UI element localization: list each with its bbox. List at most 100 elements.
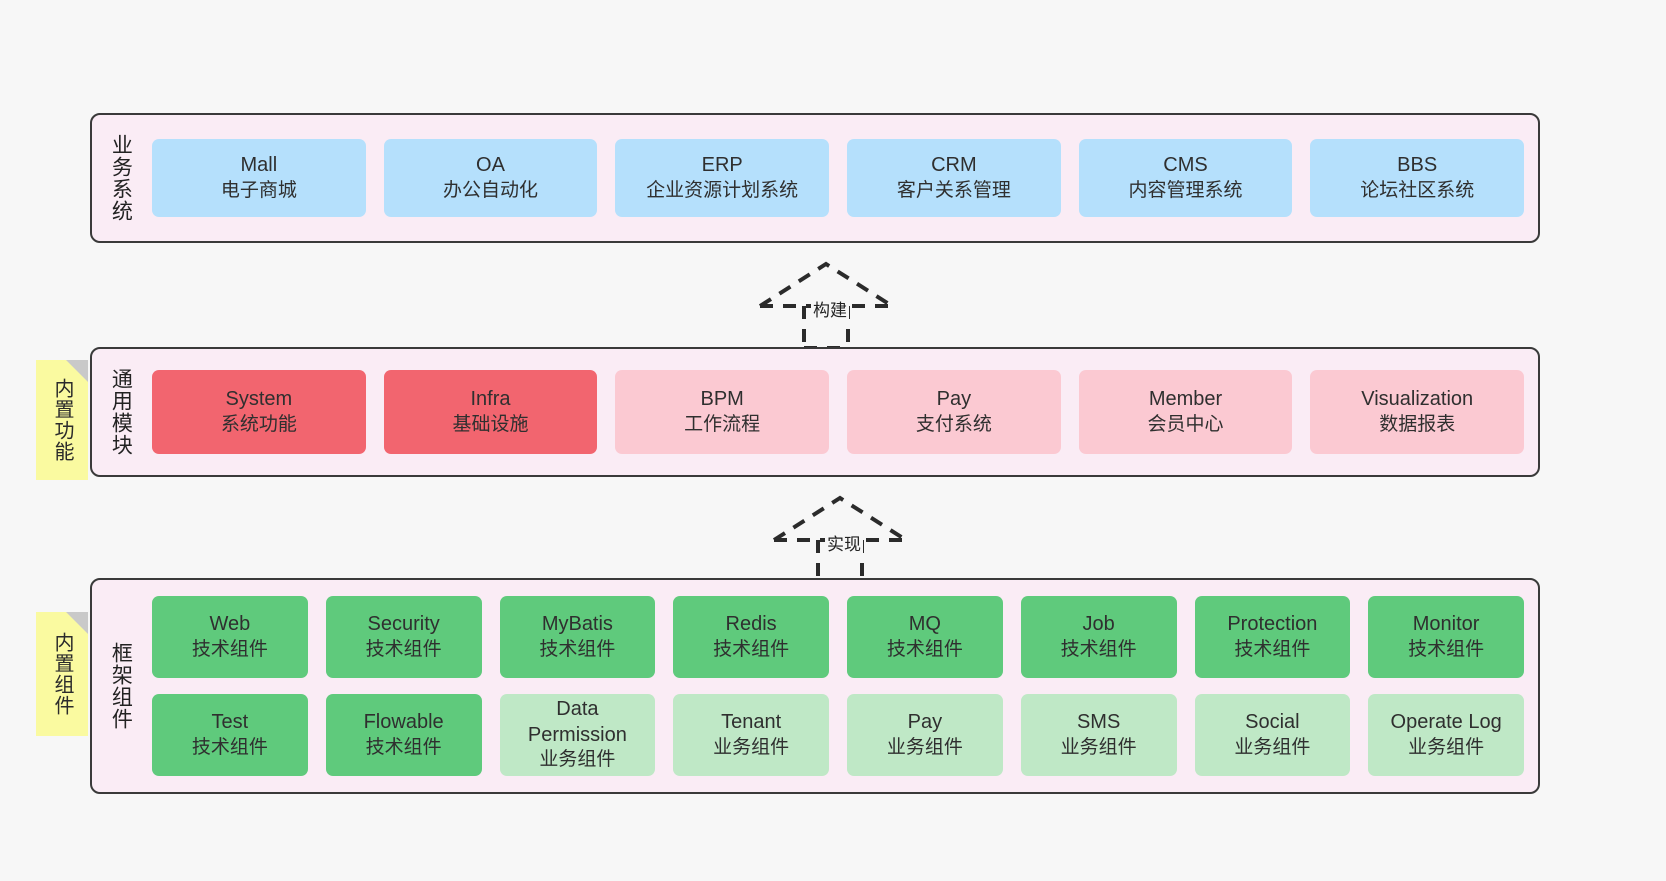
card-subtitle: 内容管理系统 bbox=[1128, 179, 1243, 201]
card-title: Social bbox=[1245, 711, 1300, 734]
card-system[interactable]: System 系统功能 bbox=[152, 370, 366, 454]
card-subtitle: 数据报表 bbox=[1379, 413, 1456, 435]
card-title: MQ bbox=[908, 613, 941, 636]
card-title: BBS bbox=[1397, 154, 1438, 177]
card-erp[interactable]: ERP 企业资源计划系统 bbox=[615, 139, 830, 217]
card-subtitle: 业务组件 bbox=[1234, 736, 1311, 758]
card-subtitle: 论坛社区系统 bbox=[1360, 179, 1475, 201]
layer-business-systems: 业务系统 Mall 电子商城 OA 办公自动化 ERP 企业资源计划系统 CRM… bbox=[90, 113, 1540, 243]
card-flowable[interactable]: Flowable 技术组件 bbox=[325, 694, 482, 776]
card-social[interactable]: Social 业务组件 bbox=[1194, 694, 1351, 776]
card-subtitle: 支付系统 bbox=[915, 413, 992, 435]
card-pay-component[interactable]: Pay 业务组件 bbox=[847, 694, 1003, 776]
card-subtitle: 系统功能 bbox=[220, 413, 297, 435]
card-subtitle: 技术组件 bbox=[1234, 638, 1311, 660]
card-title: SMS bbox=[1076, 711, 1121, 734]
note-builtin-components: 内置组件 bbox=[36, 612, 88, 736]
card-title: Redis bbox=[725, 613, 777, 636]
card-pay[interactable]: Pay 支付系统 bbox=[847, 370, 1061, 454]
connector-build: 构建 bbox=[756, 258, 916, 350]
layer-title-framework: 框架组件 bbox=[109, 642, 133, 730]
card-title: Job bbox=[1082, 613, 1115, 636]
card-job[interactable]: Job 技术组件 bbox=[1020, 596, 1177, 678]
card-subtitle: 技术组件 bbox=[191, 736, 268, 758]
card-subtitle: 客户关系管理 bbox=[896, 179, 1011, 201]
card-sms[interactable]: SMS 业务组件 bbox=[1020, 694, 1177, 776]
card-title: BPM bbox=[700, 388, 744, 411]
card-title: System bbox=[225, 388, 293, 411]
card-visualization[interactable]: Visualization 数据报表 bbox=[1310, 370, 1525, 454]
card-subtitle: 技术组件 bbox=[1408, 638, 1485, 660]
card-subtitle: 技术组件 bbox=[539, 638, 616, 660]
layer-title-business: 业务系统 bbox=[109, 134, 133, 222]
card-subtitle: 技术组件 bbox=[713, 638, 790, 660]
card-protection[interactable]: Protection 技术组件 bbox=[1194, 596, 1351, 678]
connector-implement: 实现 bbox=[770, 492, 930, 584]
card-mq[interactable]: MQ 技术组件 bbox=[847, 596, 1003, 678]
card-member[interactable]: Member 会员中心 bbox=[1078, 370, 1293, 454]
card-mall[interactable]: Mall 电子商城 bbox=[152, 139, 366, 217]
card-row: System 系统功能 Infra 基础设施 BPM 工作流程 Pay 支付系统… bbox=[152, 370, 1525, 454]
card-title: Monitor bbox=[1412, 613, 1480, 636]
card-cms[interactable]: CMS 内容管理系统 bbox=[1078, 139, 1293, 217]
layer-body-business: Mall 电子商城 OA 办公自动化 ERP 企业资源计划系统 CRM 客户关系… bbox=[148, 115, 1538, 241]
card-monitor[interactable]: Monitor 技术组件 bbox=[1368, 596, 1524, 678]
card-infra[interactable]: Infra 基础设施 bbox=[383, 370, 598, 454]
card-subtitle: 技术组件 bbox=[1060, 638, 1137, 660]
card-title: Tenant bbox=[721, 711, 782, 734]
card-subtitle: 基础设施 bbox=[452, 413, 529, 435]
card-subtitle: 技术组件 bbox=[886, 638, 963, 660]
card-row: Mall 电子商城 OA 办公自动化 ERP 企业资源计划系统 CRM 客户关系… bbox=[152, 139, 1525, 217]
card-title: Pay bbox=[936, 388, 972, 411]
card-tenant[interactable]: Tenant 业务组件 bbox=[673, 694, 829, 776]
layer-title-modules: 通用模块 bbox=[109, 368, 133, 456]
card-title: Mall bbox=[240, 154, 278, 177]
card-title: OA bbox=[476, 154, 505, 177]
card-test[interactable]: Test 技术组件 bbox=[152, 694, 308, 776]
card-row: Test 技术组件 Flowable 技术组件 Data Permission … bbox=[152, 694, 1524, 776]
card-subtitle: 技术组件 bbox=[191, 638, 268, 660]
card-title: MyBatis bbox=[541, 613, 613, 636]
card-title: Operate Log bbox=[1390, 711, 1502, 734]
card-title: Flowable bbox=[363, 711, 444, 734]
card-row: Web 技术组件 Security 技术组件 MyBatis 技术组件 Redi… bbox=[152, 596, 1524, 678]
connector-build-label: 构建 bbox=[811, 296, 849, 321]
card-title: Visualization bbox=[1361, 388, 1474, 411]
card-title: Pay bbox=[907, 711, 943, 734]
card-redis[interactable]: Redis 技术组件 bbox=[673, 596, 829, 678]
layer-common-modules: 通用模块 System 系统功能 Infra 基础设施 BPM 工作流程 Pay… bbox=[90, 347, 1540, 477]
card-title: Data Permission bbox=[527, 698, 627, 746]
card-web[interactable]: Web 技术组件 bbox=[152, 596, 308, 678]
card-subtitle: 业务组件 bbox=[713, 736, 790, 758]
card-mybatis[interactable]: MyBatis 技术组件 bbox=[499, 596, 656, 678]
card-subtitle: 技术组件 bbox=[365, 736, 442, 758]
card-crm[interactable]: CRM 客户关系管理 bbox=[847, 139, 1061, 217]
card-title: ERP bbox=[701, 154, 743, 177]
card-title: Protection bbox=[1227, 613, 1318, 636]
card-subtitle: 业务组件 bbox=[886, 736, 963, 758]
layer-framework-components: 框架组件 Web 技术组件 Security 技术组件 MyBatis 技术组件… bbox=[90, 578, 1540, 794]
card-subtitle: 技术组件 bbox=[365, 638, 442, 660]
card-title: CMS bbox=[1163, 154, 1208, 177]
card-bpm[interactable]: BPM 工作流程 bbox=[615, 370, 830, 454]
card-bbs[interactable]: BBS 论坛社区系统 bbox=[1310, 139, 1525, 217]
note-fold-corner-icon bbox=[66, 612, 88, 634]
card-subtitle: 会员中心 bbox=[1147, 413, 1224, 435]
card-oa[interactable]: OA 办公自动化 bbox=[383, 139, 598, 217]
card-operate-log[interactable]: Operate Log 业务组件 bbox=[1368, 694, 1524, 776]
card-subtitle: 业务组件 bbox=[1408, 736, 1485, 758]
note-fold-corner-icon bbox=[66, 360, 88, 382]
card-title: Infra bbox=[470, 388, 511, 411]
note-builtin-functions: 内置功能 bbox=[36, 360, 88, 480]
card-title: Web bbox=[209, 613, 251, 636]
card-title: Member bbox=[1148, 388, 1223, 411]
layer-body-modules: System 系统功能 Infra 基础设施 BPM 工作流程 Pay 支付系统… bbox=[148, 349, 1538, 475]
card-subtitle: 办公自动化 bbox=[443, 179, 539, 201]
card-security[interactable]: Security 技术组件 bbox=[325, 596, 482, 678]
card-data-permission[interactable]: Data Permission 业务组件 bbox=[499, 694, 656, 776]
card-subtitle: 业务组件 bbox=[1060, 736, 1137, 758]
card-title: CRM bbox=[931, 154, 977, 177]
card-title: Test bbox=[211, 711, 249, 734]
card-subtitle: 企业资源计划系统 bbox=[646, 179, 799, 201]
